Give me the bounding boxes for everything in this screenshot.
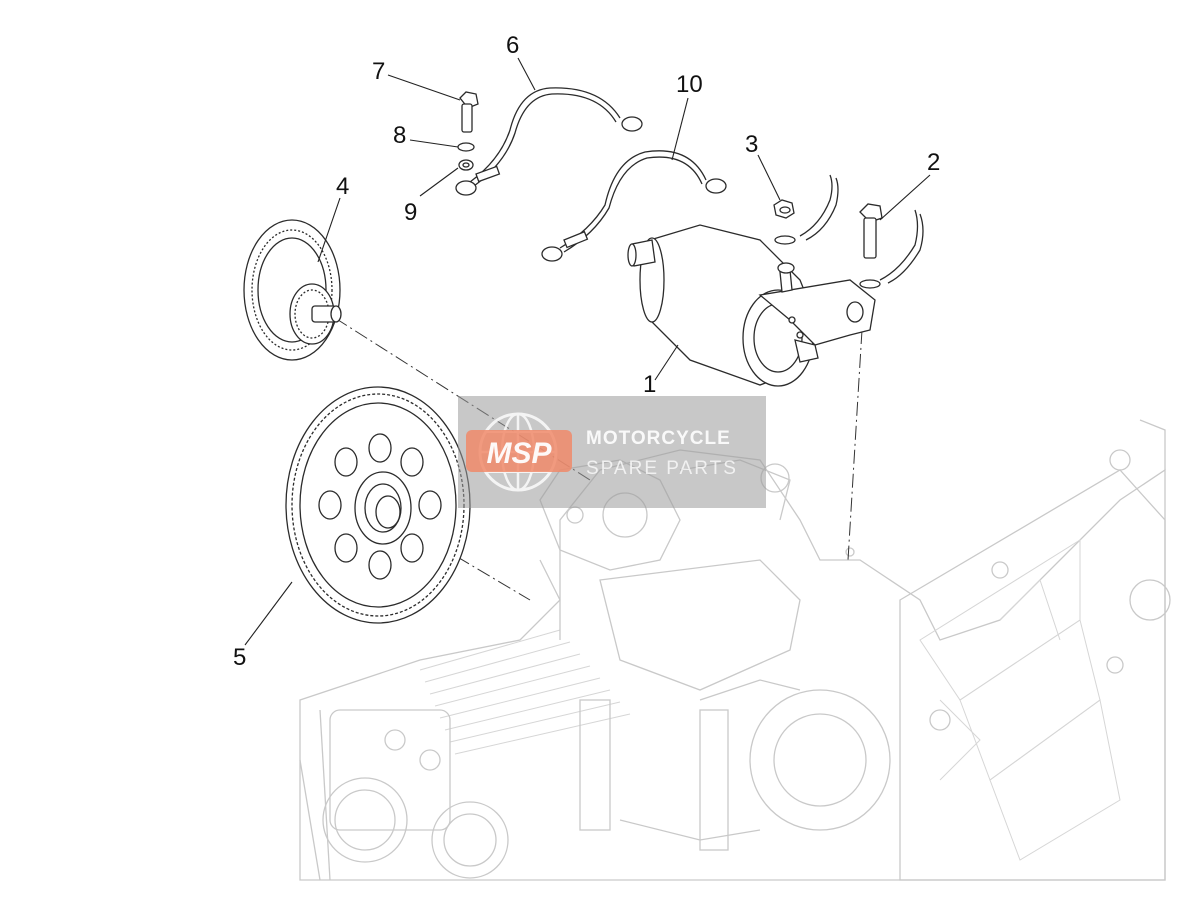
- callout-7: 7: [372, 58, 385, 85]
- watermark: MSP MOTORCYCLE SPARE PARTS: [458, 396, 766, 508]
- callout-4: 4: [336, 173, 349, 200]
- part-6-cable: [455, 87, 643, 196]
- part-3-nut: [773, 174, 839, 245]
- watermark-line2: SPARE PARTS: [586, 458, 738, 479]
- part-2-bolt: [859, 203, 924, 289]
- part-10-cable: [541, 150, 727, 262]
- part-5-large-gear: [285, 386, 471, 624]
- callout-2: 2: [927, 149, 940, 176]
- callout-labels: 7 8 9 6 10 3 2 4 1 5: [233, 32, 940, 671]
- callout-3: 3: [745, 131, 758, 158]
- callout-9: 9: [404, 199, 417, 226]
- part-8-washer: [457, 142, 475, 152]
- callout-5: 5: [233, 644, 246, 671]
- part-7-bolt: [459, 91, 479, 133]
- leader-lines: [244, 57, 931, 646]
- watermark-logo-badge: [466, 430, 572, 472]
- part-1-starter-motor: [627, 224, 876, 387]
- callout-10: 10: [676, 71, 703, 98]
- callout-6: 6: [506, 32, 519, 59]
- callout-1: 1: [643, 371, 656, 398]
- watermark-line1: MOTORCYCLE: [586, 428, 731, 449]
- callout-8: 8: [393, 122, 406, 149]
- watermark-logo: MSP: [486, 437, 552, 470]
- part-4-double-gear: [243, 219, 342, 361]
- part-9-washer: [458, 159, 474, 171]
